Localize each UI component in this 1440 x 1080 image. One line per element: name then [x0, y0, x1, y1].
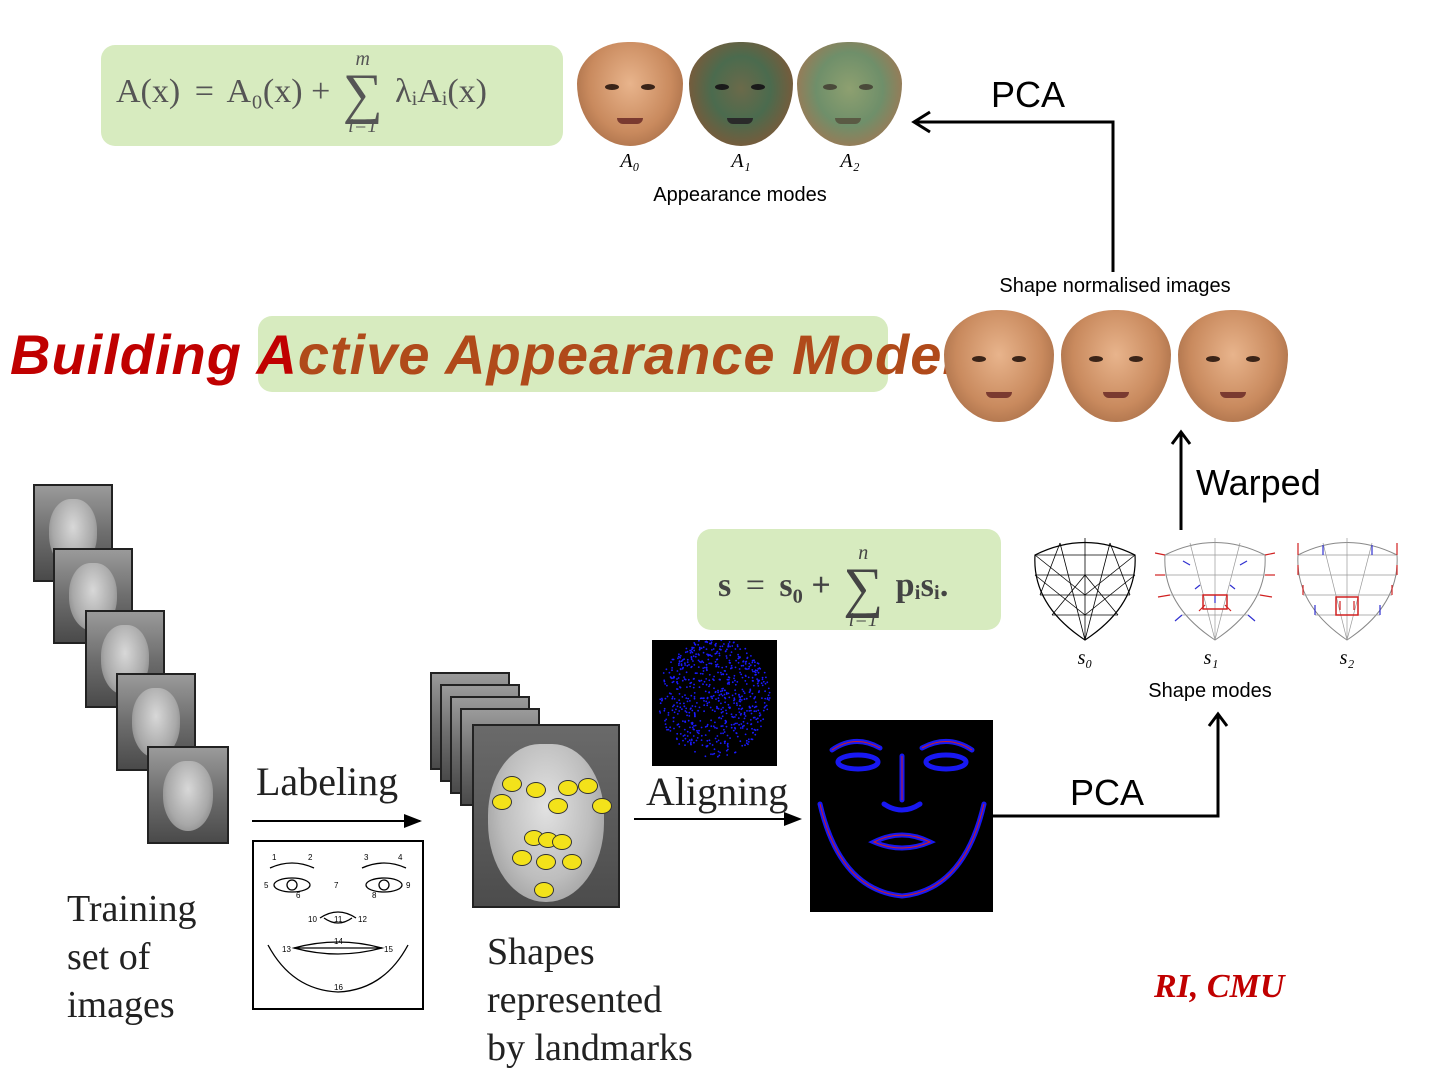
shape-modes-caption: Shape modes: [1148, 680, 1272, 702]
aligned-shapes-plot: [810, 720, 993, 912]
appearance-eq-sum: m ∑ i=1: [342, 48, 383, 137]
shape-mode-mesh-s2: [1297, 538, 1398, 641]
shapes-caption-line-3: by landmarks: [487, 1027, 693, 1069]
shape-equation-box: [697, 529, 1001, 630]
title-highlight: [258, 316, 888, 392]
landmark-number-14: 14: [334, 937, 343, 946]
appearance-eq-equals: =: [194, 72, 214, 110]
aligning-arrow: [634, 812, 802, 826]
training-caption: Training set of images: [67, 885, 197, 1029]
shape-eq-lhs: s: [718, 566, 732, 604]
shape-eq-first: s₀ +: [779, 566, 831, 604]
shape-eq-term: pᵢsᵢ.: [895, 566, 949, 604]
landmark-number-12: 12: [358, 915, 367, 924]
training-photo-5: [147, 746, 229, 844]
appearance-mode-image-a1: [689, 42, 793, 146]
pca-top-label: PCA: [991, 74, 1066, 115]
shape-normalised-image-1: [944, 310, 1054, 422]
landmark-number-9: 9: [406, 881, 411, 890]
appearance-eq-sum-bottom: i=1: [348, 115, 378, 137]
landmark-number-10: 10: [308, 915, 317, 924]
pca-top-arrow: [911, 110, 1115, 272]
landmark-number-8: 8: [372, 891, 377, 900]
shape-equation: s = s₀ + n ∑ i=1 pᵢsᵢ.: [718, 542, 949, 631]
landmark-number-3: 3: [364, 853, 369, 862]
appearance-modes-caption: Appearance modes: [653, 184, 827, 206]
shape-eq-sum-bottom: i=1: [848, 609, 878, 631]
shape-eq-sum-symbol: ∑: [843, 557, 884, 619]
warped-arrow: [1170, 429, 1192, 530]
appearance-equation: A(x) = A₀(x) + m ∑ i=1 λᵢAᵢ(x): [116, 48, 487, 137]
appearance-eq-term: λᵢAᵢ(x): [395, 72, 487, 110]
shape-eq-sum-top: n: [858, 542, 869, 564]
title-part-1: Building A: [10, 323, 298, 386]
shape-mode-label-s0: s₀: [1077, 647, 1093, 669]
shape-normalised-image-3: [1178, 310, 1288, 422]
landmark-template: 1 2 3 4 5 6 7 8 9 10 11 12 13 14 15 16: [252, 840, 424, 1010]
landmark-number-11: 11: [334, 915, 343, 924]
appearance-mode-label-a0: A₀: [620, 150, 640, 172]
slide-title: Building Active Appearance Models: [10, 322, 991, 387]
landmark-number-15: 15: [384, 945, 393, 954]
landmark-number-1: 1: [272, 853, 277, 862]
pca-bottom-arrow: [992, 711, 1229, 818]
landmark-number-13: 13: [282, 945, 291, 954]
labeling-label: Labeling: [256, 759, 399, 804]
aligning-label: Aligning: [646, 769, 789, 814]
pca-bottom-label: PCA: [1070, 772, 1145, 813]
landmark-number-4: 4: [398, 853, 403, 862]
unaligned-point-cloud: [652, 640, 777, 766]
appearance-mode-label-a1: A₁: [731, 150, 751, 172]
landmark-number-2: 2: [308, 853, 313, 862]
shape-eq-equals: =: [745, 566, 765, 604]
title-part-2: ctive Appearance Models: [297, 323, 992, 386]
shape-normalised-image-2: [1061, 310, 1171, 422]
landmark-number-7: 7: [334, 881, 339, 890]
appearance-eq-lhs: A(x): [116, 72, 181, 110]
landmark-number-16: 16: [334, 983, 343, 992]
appearance-mode-image-a2: [797, 42, 902, 146]
shape-eq-sum: n ∑ i=1: [843, 542, 884, 631]
labeling-arrow: [252, 814, 422, 828]
shapes-caption-line-1: Shapes: [487, 931, 595, 973]
credit-text: RI, CMU: [1154, 968, 1285, 1005]
training-caption-line-2: set of: [67, 936, 151, 978]
landmark-face-photo: [472, 724, 620, 908]
appearance-eq-first: A₀(x) +: [226, 72, 331, 110]
shape-normalised-caption: Shape normalised images: [999, 275, 1231, 297]
appearance-mode-label-a2: A₂: [840, 150, 860, 172]
appearance-mode-image-a0: [577, 42, 683, 146]
appearance-eq-sum-symbol: ∑: [342, 63, 383, 125]
appearance-equation-box: [101, 45, 563, 146]
shape-mode-mesh-s0: [1034, 538, 1136, 641]
landmark-number-5: 5: [264, 881, 269, 890]
shape-mode-label-s2: s₂: [1339, 647, 1355, 669]
shape-mode-label-s1: s₁: [1203, 647, 1219, 669]
shapes-caption: Shapes represented by landmarks: [487, 928, 693, 1072]
appearance-eq-sum-top: m: [355, 48, 370, 70]
warped-label: Warped: [1196, 462, 1321, 503]
shape-mode-mesh-s1: [1155, 538, 1275, 641]
shapes-caption-line-2: represented: [487, 979, 663, 1021]
landmark-number-6: 6: [296, 891, 301, 900]
training-caption-line-1: Training: [67, 888, 197, 930]
training-caption-line-3: images: [67, 984, 175, 1026]
